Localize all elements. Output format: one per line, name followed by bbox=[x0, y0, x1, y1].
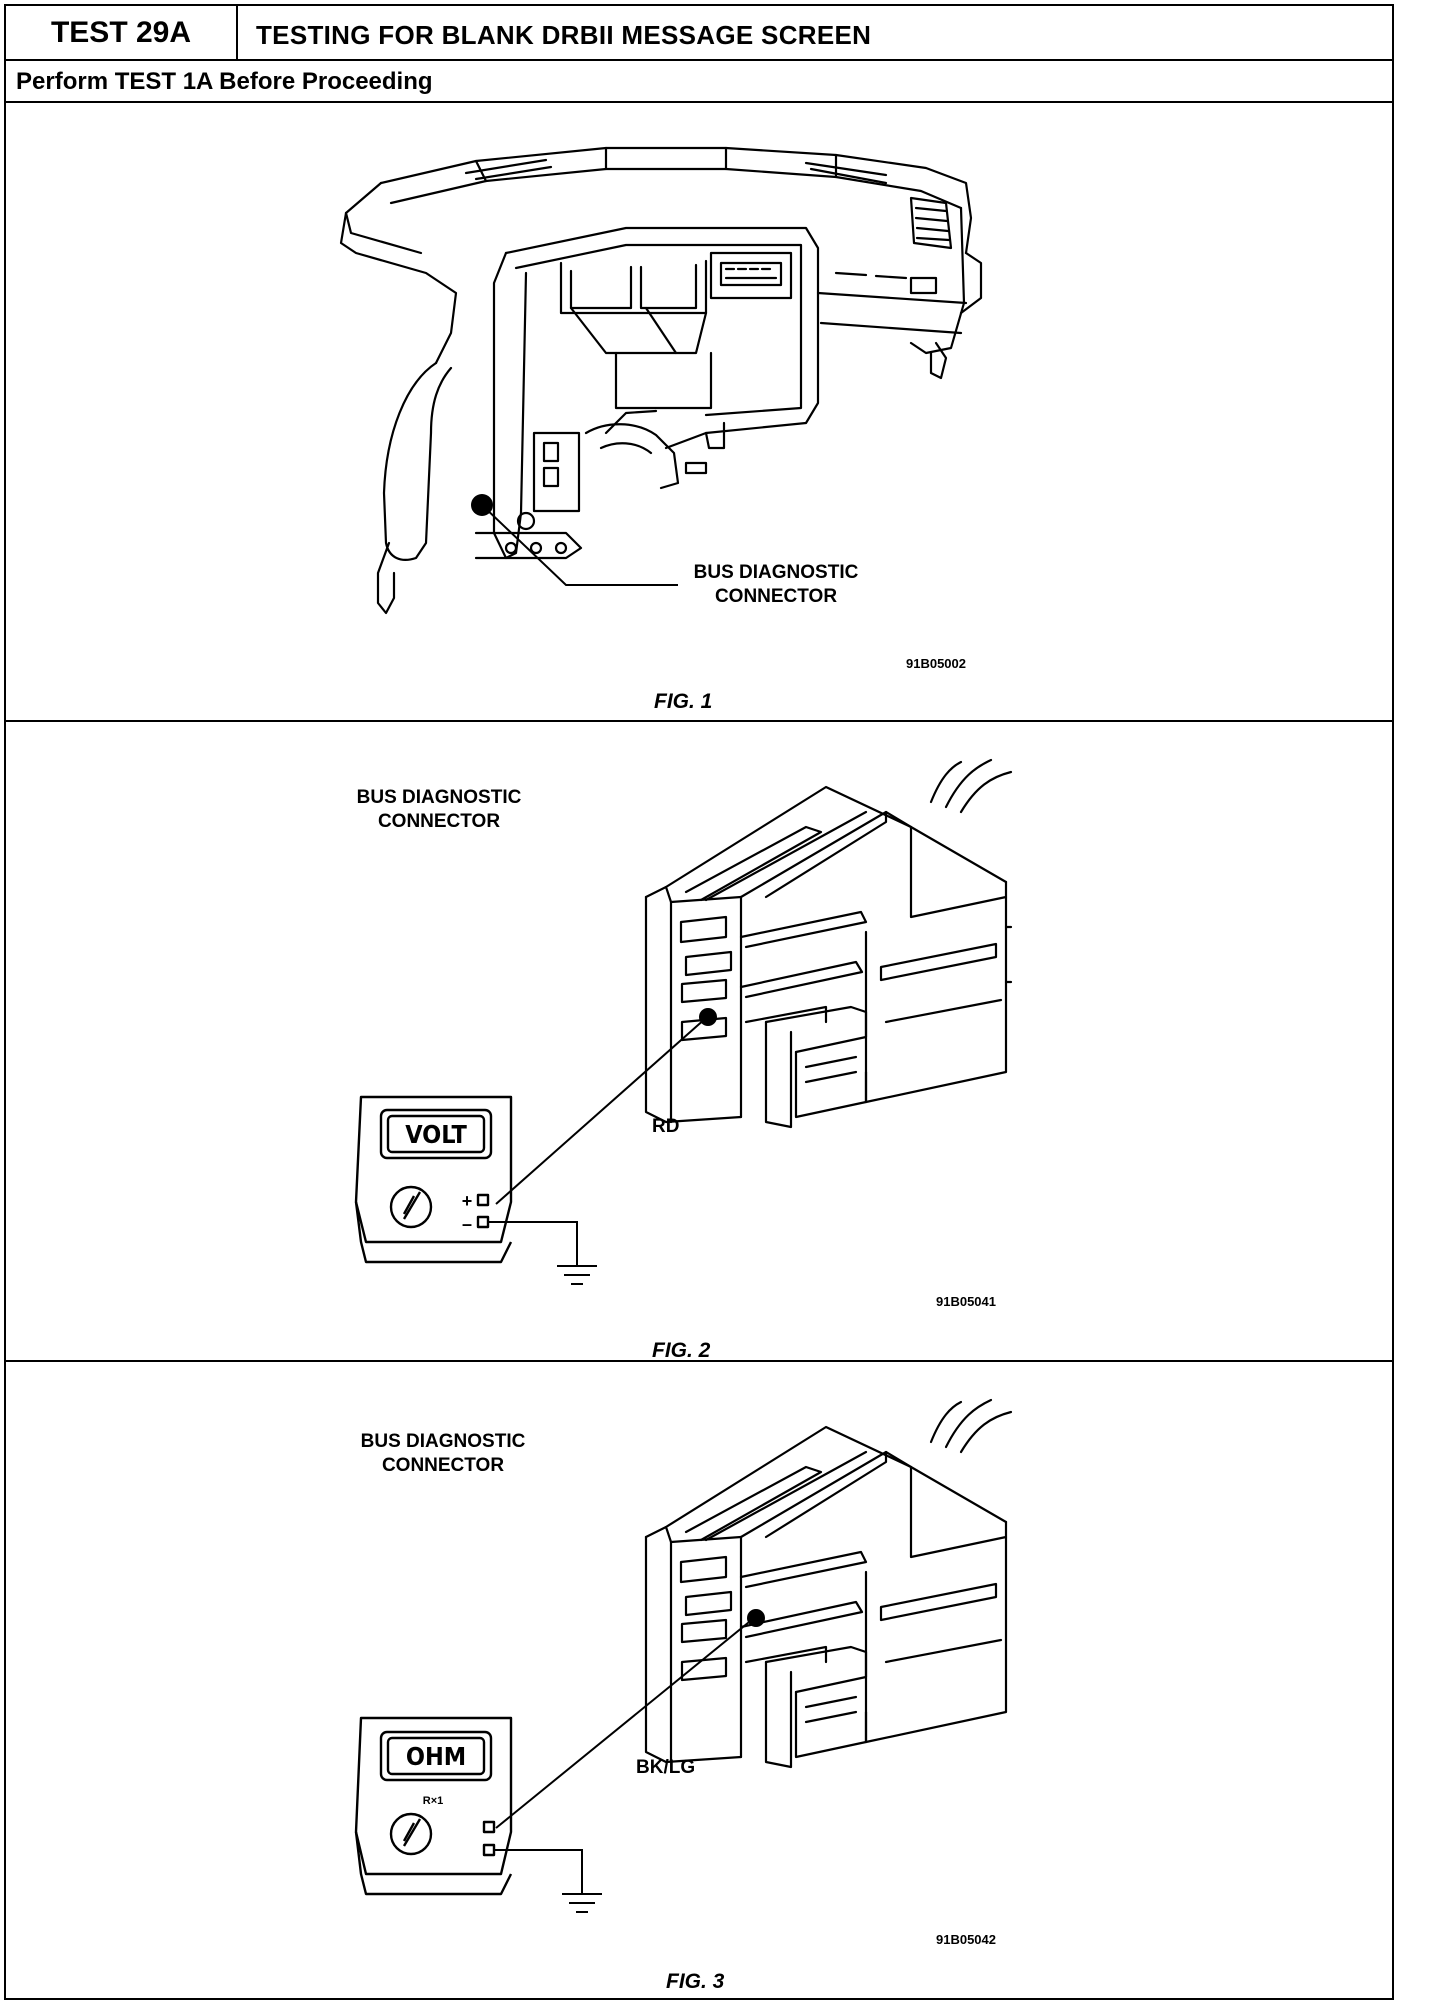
fig2-callout-line1: BUS DIAGNOSTIC bbox=[356, 787, 522, 808]
prerequisite-row: Perform TEST 1A Before Proceeding bbox=[6, 61, 1392, 103]
prerequisite-text: Perform TEST 1A Before Proceeding bbox=[16, 68, 433, 95]
fig1-connector-callout: BUS DIAGNOSTIC CONNECTOR bbox=[668, 561, 884, 609]
range-label: R×1 bbox=[423, 1795, 444, 1807]
minus-terminal-sign: – bbox=[462, 1214, 472, 1234]
fig3-drawing-code: 91B05042 bbox=[936, 1932, 996, 1947]
figure-1-panel: BUS DIAGNOSTIC CONNECTOR 91B05002 FIG. 1 bbox=[6, 103, 1392, 722]
fig3-wire-label: BK/LG bbox=[636, 1757, 696, 1778]
fig3-callout-line2: CONNECTOR bbox=[381, 1455, 505, 1476]
fig1-callout-line1: BUS DIAGNOSTIC bbox=[693, 562, 859, 583]
fig2-caption: FIG. 2 bbox=[652, 1339, 711, 1362]
header-row: TEST 29A TESTING FOR BLANK DRBII MESSAGE… bbox=[6, 6, 1392, 61]
voltmeter-connector-illustration: VOLT + – bbox=[354, 758, 1013, 1285]
dashboard-illustration bbox=[339, 146, 983, 615]
plus-terminal-sign: + bbox=[462, 1191, 473, 1211]
test-title: TESTING FOR BLANK DRBII MESSAGE SCREEN bbox=[256, 20, 872, 50]
fig2-connector-callout: BUS DIAGNOSTIC CONNECTOR bbox=[354, 786, 524, 834]
test-number: TEST 29A bbox=[6, 6, 238, 61]
fig2-callout-line2: CONNECTOR bbox=[377, 811, 501, 832]
fig3-callout-line1: BUS DIAGNOSTIC bbox=[360, 1431, 526, 1452]
meter-display-text: VOLT bbox=[405, 1120, 467, 1149]
fig1-caption: FIG. 1 bbox=[654, 690, 713, 713]
test-sheet: TEST 29A TESTING FOR BLANK DRBII MESSAGE… bbox=[4, 4, 1394, 2000]
fig3-caption: FIG. 3 bbox=[666, 1970, 725, 1993]
figure-2-panel: VOLT + – BUS DIAGNOSTIC CONNECTOR RD 91B… bbox=[6, 722, 1392, 1362]
fig2-drawing-code: 91B05041 bbox=[936, 1294, 996, 1309]
fig1-callout-line2: CONNECTOR bbox=[714, 586, 838, 607]
fig3-connector-callout: BUS DIAGNOSTIC CONNECTOR bbox=[358, 1430, 528, 1478]
meter-display-text: OHM bbox=[406, 1742, 466, 1771]
fig2-wire-label: RD bbox=[652, 1116, 680, 1137]
ohmmeter-connector-illustration: OHM R×1 bbox=[354, 1398, 1013, 1913]
fig1-drawing-code: 91B05002 bbox=[906, 656, 966, 671]
figure-3-panel: OHM R×1 BUS DIAGNOSTIC CONNECTOR BK/LG 9… bbox=[6, 1362, 1392, 2000]
